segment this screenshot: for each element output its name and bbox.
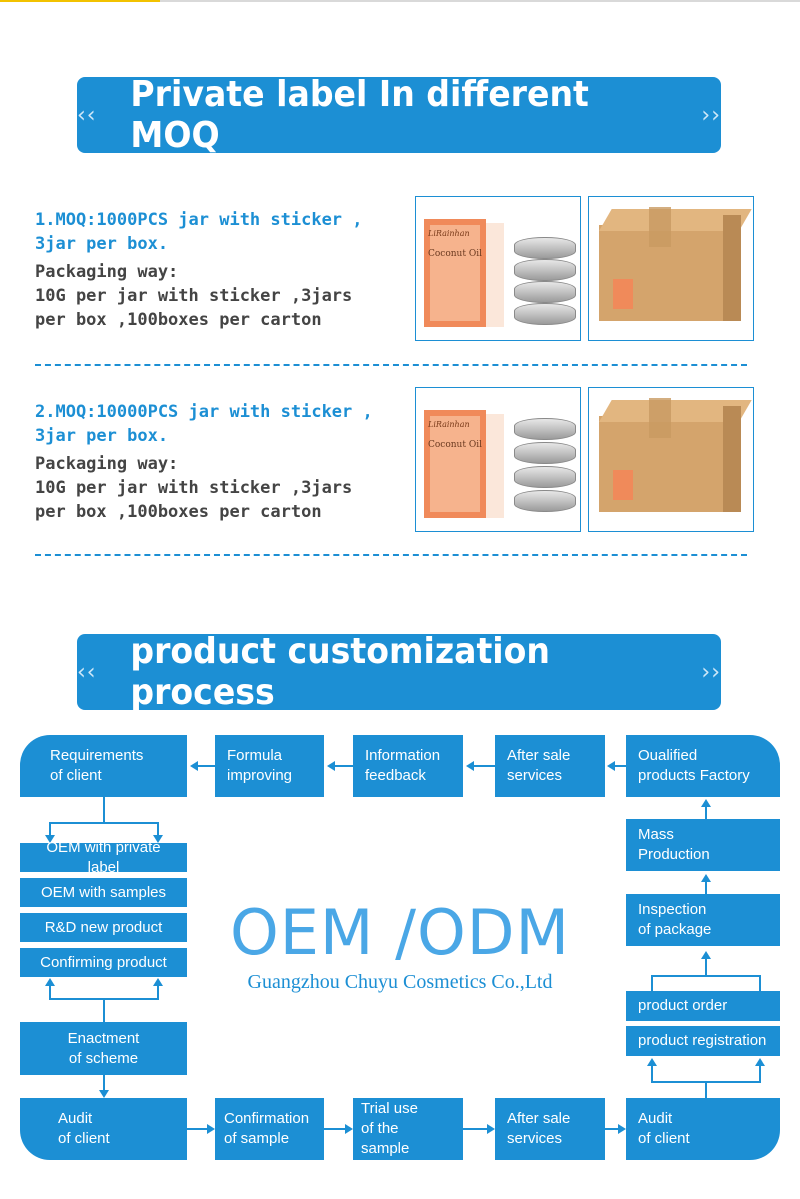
product-carton-illustration: LiRainhan Coconut Oil bbox=[424, 219, 504, 327]
flow-step-requirements: Requirements of client bbox=[20, 735, 187, 797]
shipping-carton-image bbox=[588, 196, 754, 341]
product-name: Coconut Oil bbox=[428, 440, 482, 450]
flow-option-oem-private-label: OEM with private label bbox=[20, 839, 187, 876]
arrow-down-icon bbox=[99, 1090, 109, 1098]
moq-packaging: Packaging way: 10G per jar with sticker … bbox=[35, 452, 405, 524]
moq-heading-line: 3jar per box. bbox=[35, 426, 169, 446]
tin-jar bbox=[514, 466, 576, 488]
section-banner-process: ‹‹ product customization process ›› bbox=[77, 631, 721, 713]
flow-step-trial: Trial use of the sample bbox=[353, 1098, 463, 1160]
product-carton-illustration: LiRainhan Coconut Oil bbox=[424, 410, 504, 518]
tin-jar bbox=[514, 490, 576, 512]
carton-illustration bbox=[599, 207, 752, 321]
arrow-right-icon bbox=[345, 1124, 353, 1134]
packaging-line: per box ,100boxes per carton bbox=[35, 502, 322, 522]
moq-option-2: 2.MOQ:10000PCS jar with sticker , 3jar p… bbox=[35, 400, 405, 524]
arrow-left-icon bbox=[466, 761, 474, 771]
product-name: Coconut Oil bbox=[428, 249, 482, 259]
arrow-up-icon bbox=[701, 951, 711, 959]
flow-step-after-sale: After sale services bbox=[495, 735, 605, 797]
packaging-line: per box ,100boxes per carton bbox=[35, 310, 322, 330]
moq-heading-line: 1.MOQ:1000PCS jar with sticker , bbox=[35, 210, 363, 230]
packaging-line: 10G per jar with sticker ,3jars bbox=[35, 286, 353, 306]
flow-step-mass-production: Mass Production bbox=[626, 819, 780, 871]
flow-step-information: Information feedback bbox=[353, 735, 463, 797]
arrow-right-icon bbox=[207, 1124, 215, 1134]
flow-step-formula: Formula improving bbox=[215, 735, 324, 797]
packaging-label: Packaging way: bbox=[35, 454, 179, 474]
arrow-up-icon bbox=[701, 874, 711, 882]
arrow-up-icon bbox=[153, 978, 163, 986]
flow-step-product-registration: product registration bbox=[626, 1026, 780, 1056]
company-name: Guangzhou Chuyu Cosmetics Co.,Ltd bbox=[247, 971, 553, 993]
flow-step-audit-right: Audit of client bbox=[626, 1098, 780, 1160]
arrow-right-icon bbox=[618, 1124, 626, 1134]
banner-right-chevrons: ›› bbox=[701, 102, 721, 128]
dashed-divider bbox=[35, 364, 747, 366]
banner-title: Private label In different MOQ bbox=[130, 74, 589, 156]
top-divider bbox=[0, 0, 800, 2]
moq-packaging: Packaging way: 10G per jar with sticker … bbox=[35, 260, 405, 332]
tin-jar bbox=[514, 418, 576, 440]
product-brand: LiRainhan bbox=[428, 229, 470, 238]
arrow-up-icon bbox=[45, 978, 55, 986]
tin-jar bbox=[514, 303, 576, 325]
flow-step-inspection: Inspection of package bbox=[626, 894, 780, 946]
arrow-left-icon bbox=[190, 761, 198, 771]
arrow-down-icon bbox=[45, 835, 55, 843]
flow-step-audit-left: Audit of client bbox=[20, 1098, 187, 1160]
tin-jar bbox=[514, 259, 576, 281]
arrow-up-icon bbox=[755, 1058, 765, 1066]
moq-option-1: 1.MOQ:1000PCS jar with sticker , 3jar pe… bbox=[35, 208, 405, 332]
product-box-image: LiRainhan Coconut Oil bbox=[415, 387, 581, 532]
banner-left-chevrons: ‹‹ bbox=[77, 659, 97, 685]
flow-step-product-order: product order bbox=[626, 991, 780, 1021]
packaging-line: 10G per jar with sticker ,3jars bbox=[35, 478, 353, 498]
flow-option-oem-samples: OEM with samples bbox=[20, 878, 187, 907]
moq-heading-line: 3jar per box. bbox=[35, 234, 169, 254]
oem-odm-heading: OEM /ODM bbox=[229, 896, 571, 969]
product-brand: LiRainhan bbox=[428, 420, 470, 429]
tin-jar bbox=[514, 237, 576, 259]
arrow-left-icon bbox=[607, 761, 615, 771]
tin-jar bbox=[514, 281, 576, 303]
top-accent-bar bbox=[0, 0, 160, 2]
banner-title: product customization process bbox=[130, 631, 550, 713]
section-banner-moq: ‹‹ Private label In different MOQ ›› bbox=[77, 74, 721, 156]
dashed-divider bbox=[35, 554, 747, 556]
moq-heading: 2.MOQ:10000PCS jar with sticker , 3jar p… bbox=[35, 400, 405, 448]
arrow-right-icon bbox=[487, 1124, 495, 1134]
arrow-up-icon bbox=[701, 799, 711, 807]
moq-heading: 1.MOQ:1000PCS jar with sticker , 3jar pe… bbox=[35, 208, 405, 256]
tin-jar bbox=[514, 442, 576, 464]
packaging-label: Packaging way: bbox=[35, 262, 179, 282]
product-box-image: LiRainhan Coconut Oil bbox=[415, 196, 581, 341]
arrow-up-icon bbox=[647, 1058, 657, 1066]
flow-step-qualified-factory: Oualified products Factory bbox=[626, 735, 780, 797]
flow-option-rnd: R&D new product bbox=[20, 913, 187, 942]
banner-left-chevrons: ‹‹ bbox=[77, 102, 97, 128]
shipping-carton-image bbox=[588, 387, 754, 532]
flow-step-confirmation: Confirmation of sample bbox=[215, 1098, 324, 1160]
flow-step-after-sale-bottom: After sale services bbox=[495, 1098, 605, 1160]
carton-illustration bbox=[599, 398, 752, 512]
moq-heading-line: 2.MOQ:10000PCS jar with sticker , bbox=[35, 402, 373, 422]
flow-step-enactment: Enactment of scheme bbox=[20, 1022, 187, 1075]
banner-right-chevrons: ›› bbox=[701, 659, 721, 685]
arrow-down-icon bbox=[153, 835, 163, 843]
arrow-left-icon bbox=[327, 761, 335, 771]
flow-option-confirming: Confirming product bbox=[20, 948, 187, 977]
